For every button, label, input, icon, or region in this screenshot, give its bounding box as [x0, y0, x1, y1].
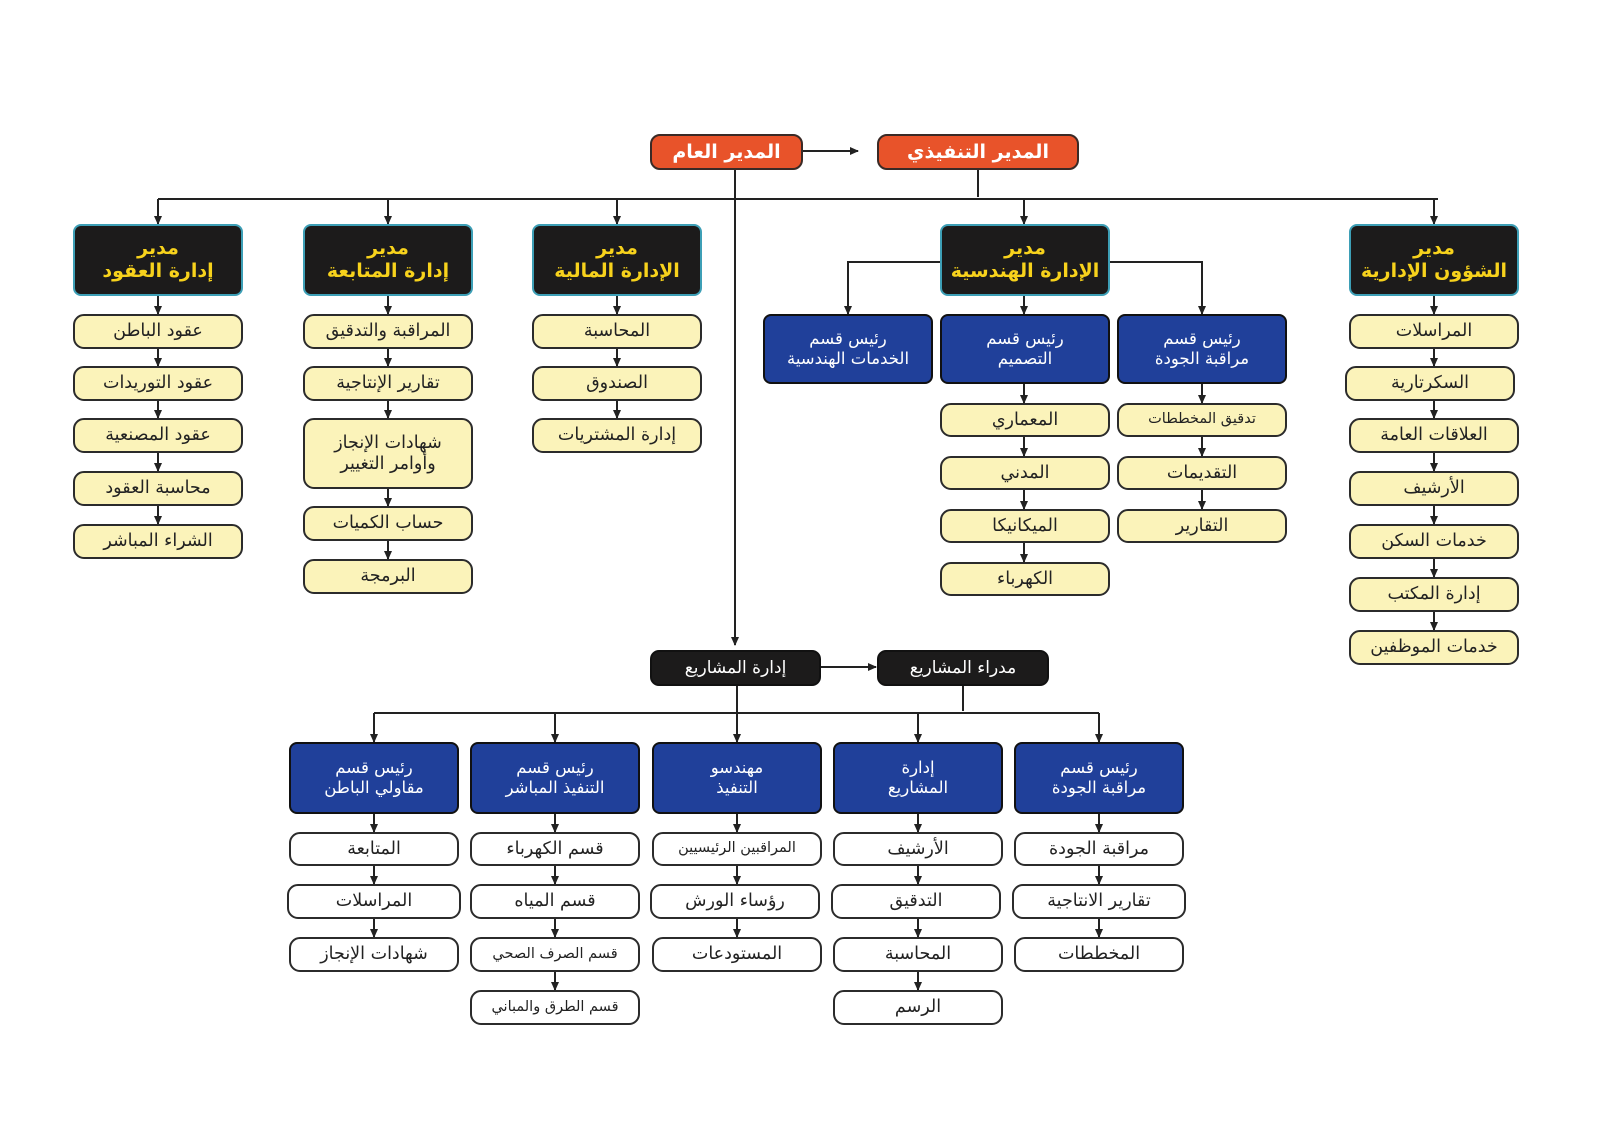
subcontractors-item: شهادات الإنجاز	[289, 937, 459, 972]
admin-item: المراسلات	[1349, 314, 1519, 349]
design-item: المدني	[940, 456, 1110, 490]
followup-item-certificates: شهادات الإنجاز وأوامر التغيير	[303, 418, 473, 489]
head-title: رئيس قسم	[1163, 329, 1241, 349]
head-section: مراقبة الجودة	[1051, 778, 1147, 797]
subcontractors-item: المتابعة	[289, 832, 459, 866]
contracts-item: الشراء المباشر	[73, 524, 243, 559]
projects-admin-item: المحاسبة	[833, 937, 1003, 972]
direct-item: قسم الكهرباء	[470, 832, 640, 866]
quality-item: تدقيق المخططات	[1117, 403, 1287, 437]
project-quality-item: مراقبة الجودة	[1014, 832, 1184, 866]
head-section: مقاولي الباطن	[324, 778, 424, 797]
design-item: المعماري	[940, 403, 1110, 437]
manager-department: إدارة المتابعة	[326, 260, 450, 282]
followup-manager-box: مدير إدارة المتابعة	[303, 224, 473, 296]
head-title: إدارة	[901, 758, 935, 778]
manager-department: الإدارة الهندسية	[950, 260, 1100, 282]
admin-item: خدمات الموظفين	[1349, 630, 1519, 665]
admin-affairs-manager-box: مدير الشؤون الإدارية	[1349, 224, 1519, 296]
head-section: المشاريع	[887, 778, 949, 797]
general-manager-box: المدير العام	[650, 134, 803, 170]
general-manager-label: المدير العام	[672, 140, 781, 163]
head-section: مراقبة الجودة	[1154, 349, 1250, 368]
projects-management-box: إدارة المشاريع	[650, 650, 821, 686]
manager-department: إدارة العقود	[102, 260, 214, 282]
engineers-item: المستودعات	[652, 937, 822, 972]
subcontractors-head-box: رئيس قسم مقاولي الباطن	[289, 742, 459, 814]
head-title: رئيس قسم	[1060, 758, 1138, 778]
followup-item: البرمجة	[303, 559, 473, 594]
contracts-item: عقود الباطن	[73, 314, 243, 349]
manager-title: مدير	[1413, 237, 1455, 260]
direct-item: قسم الصرف الصحي	[470, 937, 640, 972]
direct-item: قسم الطرق والمباني	[470, 990, 640, 1025]
design-head-box: رئيس قسم التصميم	[940, 314, 1110, 384]
followup-item: المراقبة والتدقيق	[303, 314, 473, 349]
direct-execution-head-box: رئيس قسم التنفيذ المباشر	[470, 742, 640, 814]
quality-item: التقديمات	[1117, 456, 1287, 490]
head-title: رئيس قسم	[516, 758, 594, 778]
projects-admin-item: الرسم	[833, 990, 1003, 1025]
admin-item: السكرتارية	[1345, 366, 1515, 401]
design-item: الكهرباء	[940, 562, 1110, 596]
followup-item-line: وأوامر التغيير	[340, 453, 436, 474]
finance-item: إدارة المشتريات	[532, 418, 702, 453]
finance-item: الصندوق	[532, 366, 702, 401]
head-title: مهندسو	[710, 758, 764, 778]
admin-item: خدمات السكن	[1349, 524, 1519, 559]
manager-title: مدير	[596, 237, 638, 260]
execution-engineers-box: مهندسو التنفيذ	[652, 742, 822, 814]
engineers-item: المراقبين الرئيسيين	[652, 832, 822, 866]
followup-item-line: شهادات الإنجاز	[334, 432, 442, 453]
executive-director-label: المدير التنفيذي	[907, 140, 1049, 163]
followup-item: تقارير الإنتاجية	[303, 366, 473, 401]
executive-director-box: المدير التنفيذي	[877, 134, 1079, 170]
manager-department: الإدارة المالية	[554, 260, 680, 282]
contracts-item: محاسبة العقود	[73, 471, 243, 506]
head-section: الخدمات الهندسية	[786, 349, 910, 368]
contracts-manager-box: مدير إدارة العقود	[73, 224, 243, 296]
contracts-item: عقود المصنعية	[73, 418, 243, 453]
manager-title: مدير	[367, 237, 409, 260]
finance-manager-box: مدير الإدارة المالية	[532, 224, 702, 296]
project-quality-item: المخططات	[1014, 937, 1184, 972]
project-managers-box: مدراء المشاريع	[877, 650, 1049, 686]
subcontractors-item: المراسلات	[287, 884, 461, 919]
engineering-services-head-box: رئيس قسم الخدمات الهندسية	[763, 314, 933, 384]
admin-item: إدارة المكتب	[1349, 577, 1519, 612]
manager-title: مدير	[1004, 237, 1046, 260]
engineering-manager-box: مدير الإدارة الهندسية	[940, 224, 1110, 296]
manager-department: الشؤون الإدارية	[1360, 260, 1508, 282]
admin-item: العلاقات العامة	[1349, 418, 1519, 453]
project-managers-label: مدراء المشاريع	[909, 657, 1017, 678]
projects-admin-box: إدارة المشاريع	[833, 742, 1003, 814]
manager-title: مدير	[137, 237, 179, 260]
followup-item: حساب الكميات	[303, 506, 473, 541]
admin-item: الأرشيف	[1349, 471, 1519, 506]
quality-control-head-box: رئيس قسم مراقبة الجودة	[1117, 314, 1287, 384]
project-quality-head-box: رئيس قسم مراقبة الجودة	[1014, 742, 1184, 814]
head-section: التصميم	[997, 349, 1053, 368]
finance-item: المحاسبة	[532, 314, 702, 349]
contracts-item: عقود التوريدات	[73, 366, 243, 401]
head-title: رئيس قسم	[809, 329, 887, 349]
quality-item: التقارير	[1117, 509, 1287, 543]
head-title: رئيس قسم	[335, 758, 413, 778]
projects-admin-item: التدقيق	[831, 884, 1001, 919]
design-item: الميكانيكا	[940, 509, 1110, 543]
projects-management-label: إدارة المشاريع	[684, 657, 787, 678]
projects-admin-item: الأرشيف	[833, 832, 1003, 866]
engineers-item: رؤساء الورش	[650, 884, 820, 919]
project-quality-item: تقارير الانتاجية	[1012, 884, 1186, 919]
head-section: التنفيذ	[716, 778, 758, 797]
head-section: التنفيذ المباشر	[505, 778, 605, 797]
direct-item: قسم المياه	[470, 884, 640, 919]
head-title: رئيس قسم	[986, 329, 1064, 349]
